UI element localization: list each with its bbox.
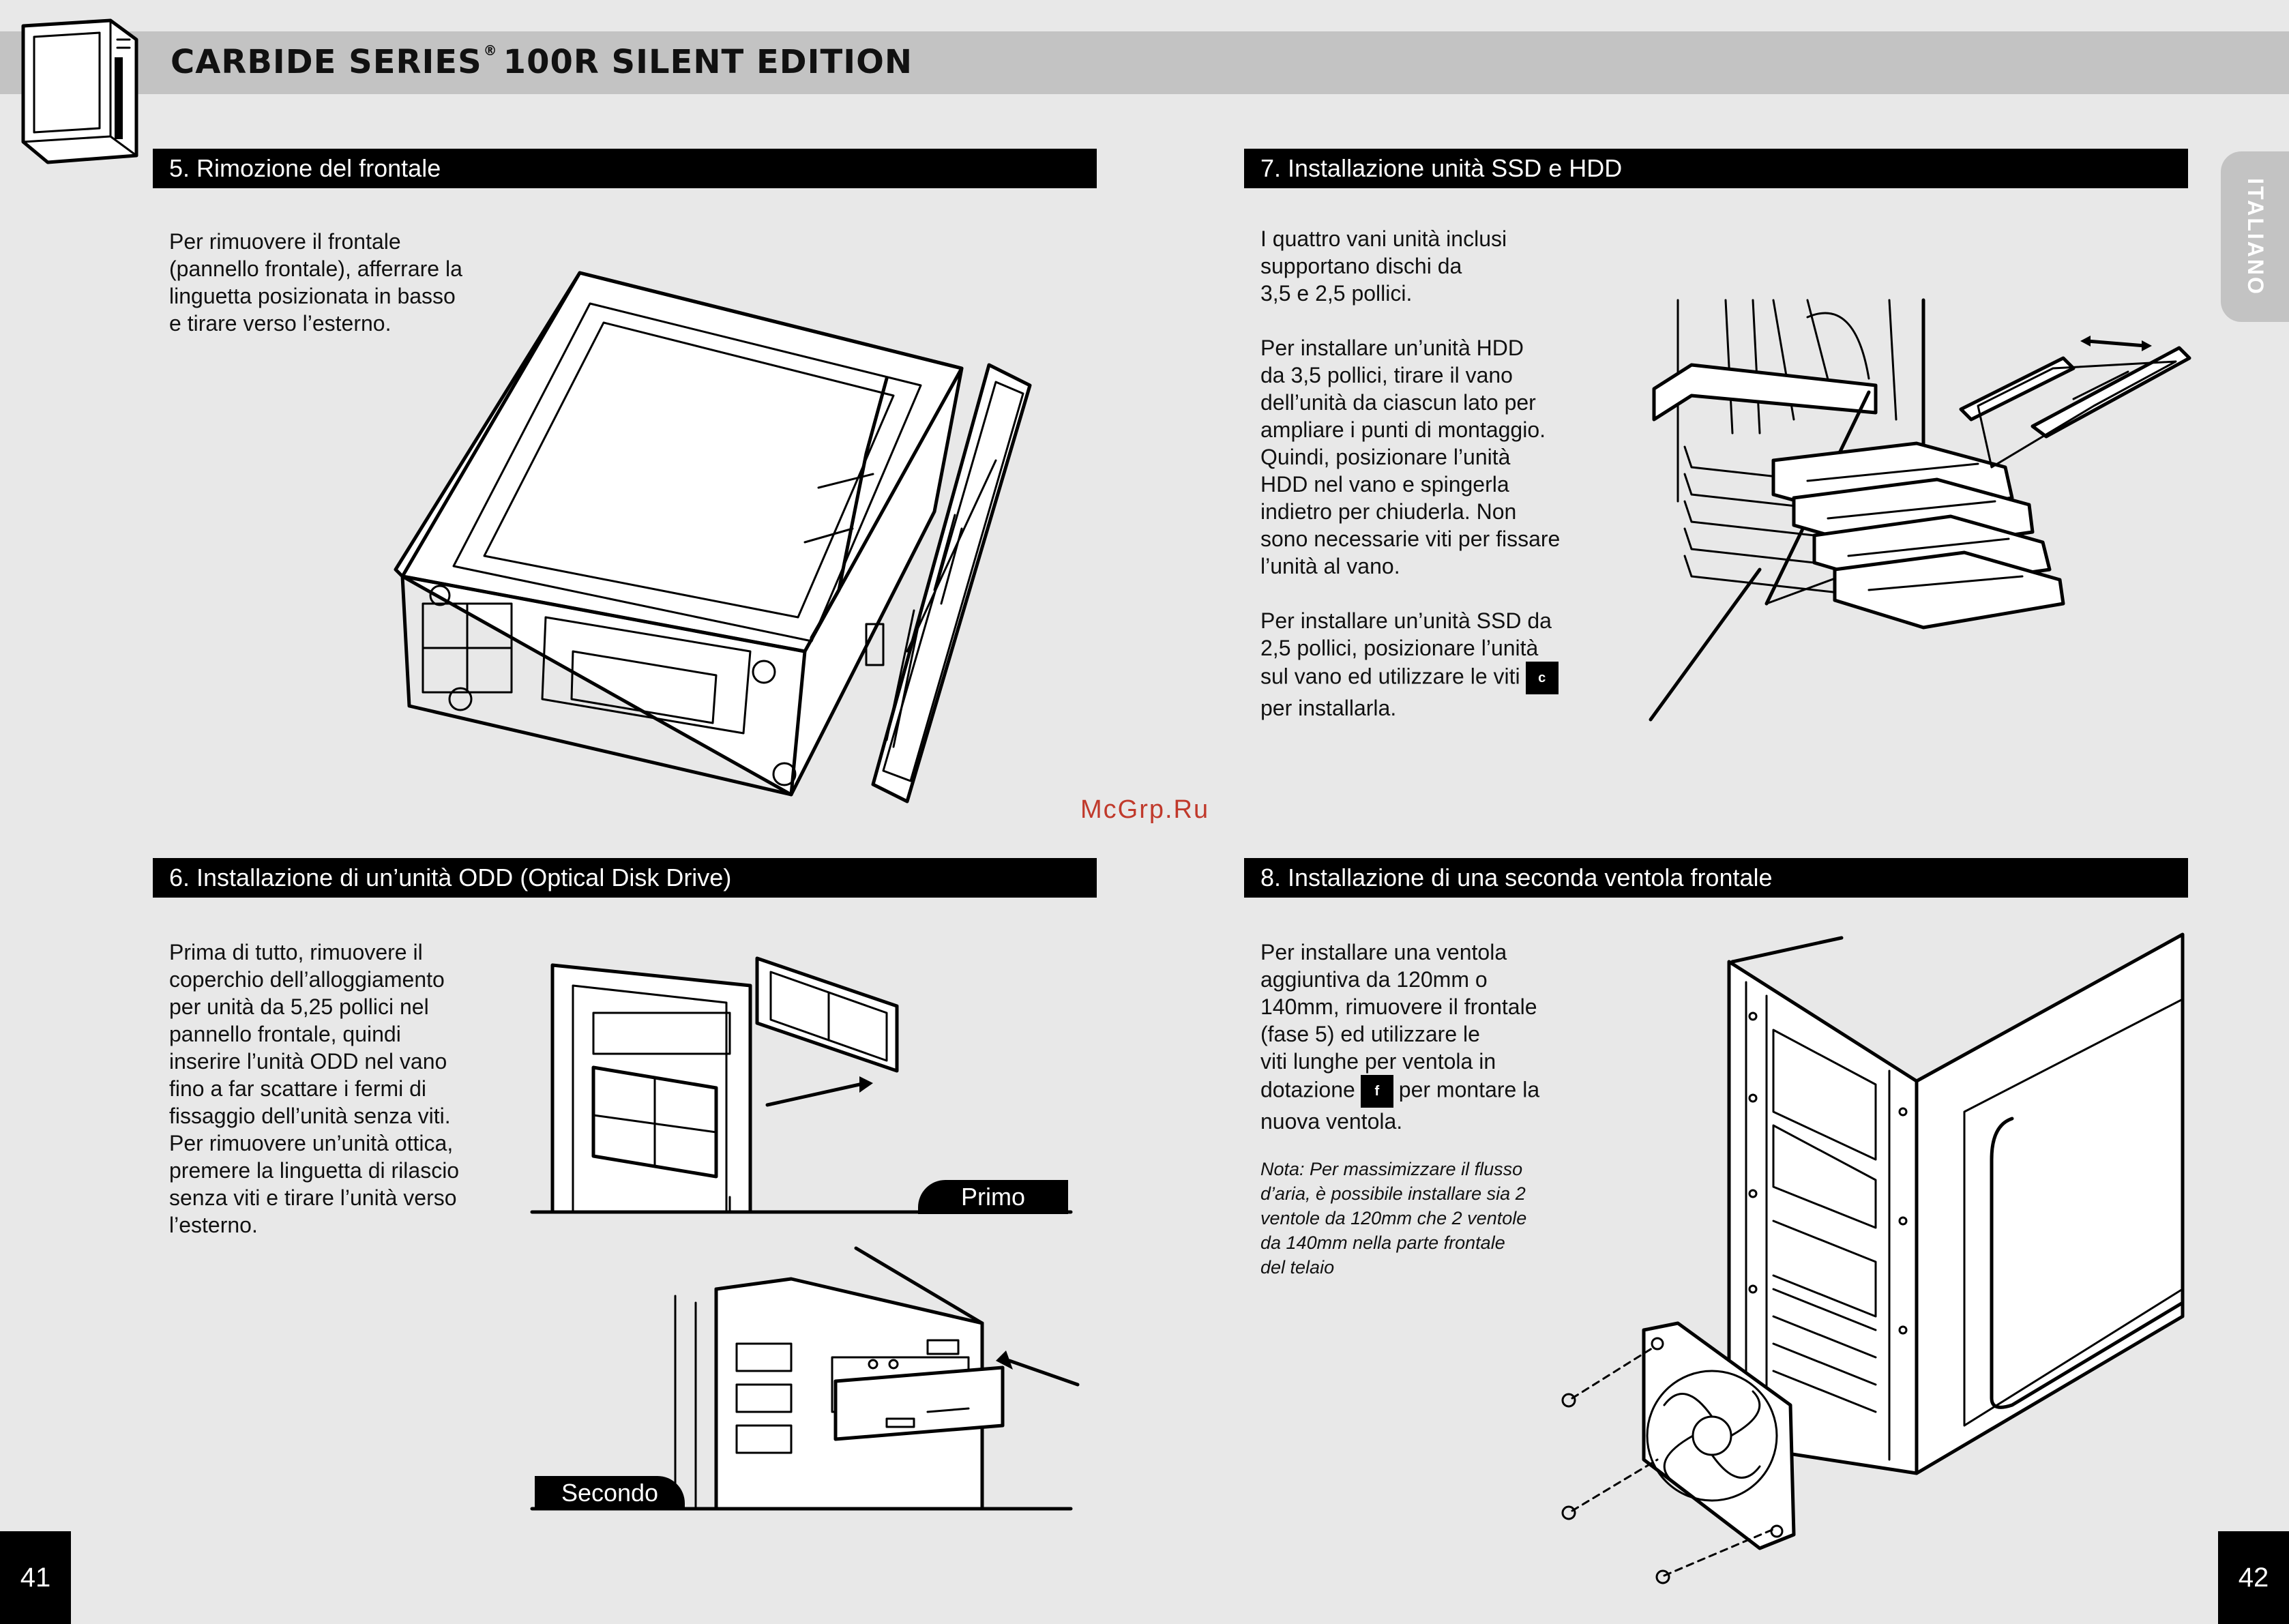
odd-cover-removal-illustration — [530, 956, 1073, 1214]
document-title: CARBIDE SERIES®100R SILENT EDITION — [171, 42, 913, 81]
section-5-text: Per rimuovere il frontale (pannello fron… — [169, 229, 462, 336]
section-7-title: 7. Installazione unità SSD e HDD — [1244, 149, 2188, 188]
section-8-title: 8. Installazione di una seconda ventola … — [1244, 858, 2188, 898]
drive-bay-illustration — [1649, 298, 2191, 722]
watermark: McGrp.Ru — [1080, 795, 1210, 824]
step-label-first: Primo — [918, 1180, 1068, 1214]
step-label-second: Secondo — [535, 1476, 685, 1510]
section-8-text: Per installare una ventola aggiuntiva da… — [1260, 940, 1540, 1134]
odd-insertion-illustration — [530, 1246, 1080, 1511]
screw-badge-c: c — [1525, 662, 1559, 694]
screw-badge-f: f — [1360, 1075, 1393, 1108]
language-tab-label: ITALIANO — [2243, 177, 2268, 296]
section-6-title: 6. Installazione di un’unità ODD (Optica… — [153, 858, 1097, 898]
language-tab — [2221, 151, 2289, 322]
section-7-text: I quattro vani unità inclusi supportano … — [1260, 226, 1561, 720]
section-8-note: Nota: Per massimizzare il flusso d’aria,… — [1260, 1159, 1527, 1278]
section-6-text: Prima di tutto, rimuovere il coperchio d… — [169, 940, 460, 1237]
pc-case-icon — [21, 18, 138, 164]
header-band — [0, 31, 2289, 94]
section-5-title: 5. Rimozione del frontale — [153, 149, 1097, 188]
page-number-left: 41 — [0, 1531, 71, 1624]
page-number-right: 42 — [2218, 1531, 2289, 1624]
front-fan-installation-illustration — [1561, 932, 2185, 1584]
front-panel-removal-illustration — [394, 271, 1032, 803]
